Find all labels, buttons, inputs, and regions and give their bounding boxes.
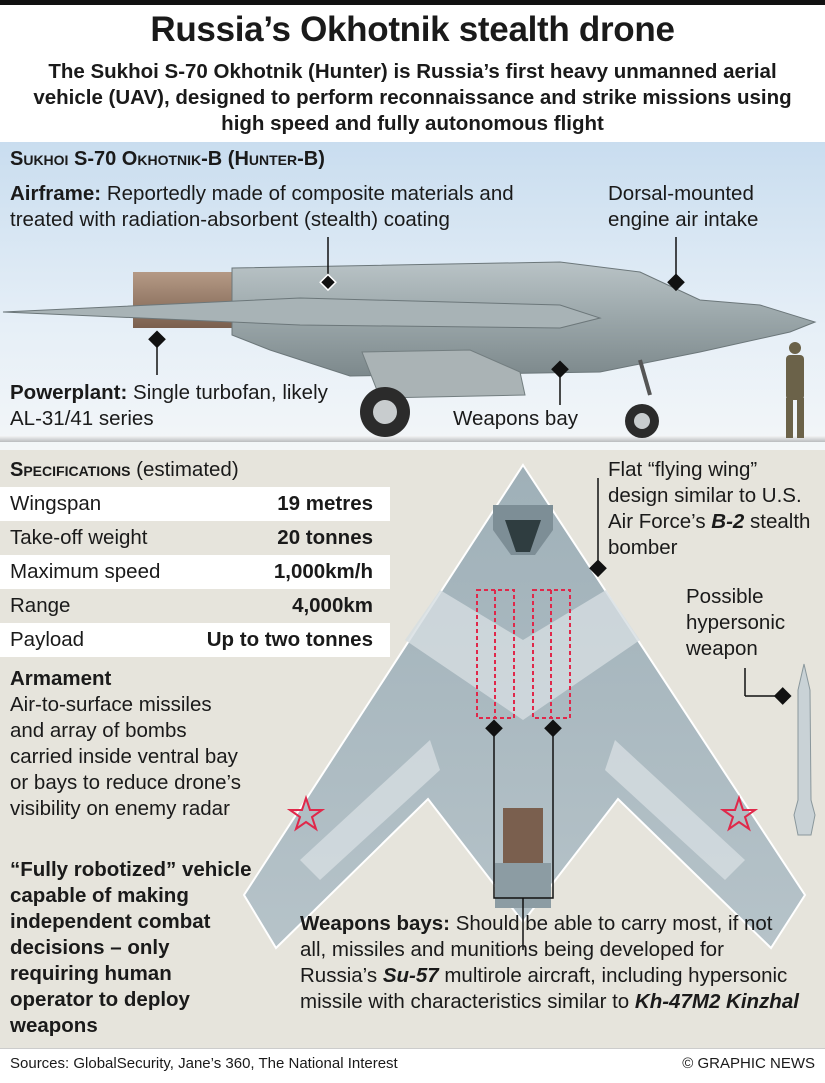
subtitle: The Sukhoi S-70 Okhotnik (Hunter) is Rus… [33, 60, 792, 135]
airframe-text: Reportedly made of composite materials a… [10, 182, 514, 231]
side-view-heading: Sukhoi S-70 Okhotnik-B (Hunter-B) [10, 148, 325, 170]
spec-label: Payload [10, 628, 85, 651]
powerplant-text: Single turbofan, likely AL-31/41 series [10, 381, 328, 430]
camouflage-band [405, 590, 640, 720]
side-view-aircraft [2, 237, 817, 438]
weapons-bay-outline [476, 589, 571, 719]
specs-heading-text: Specifications [10, 459, 131, 481]
bays-text-1: Should be able to carry most, if not all… [300, 912, 773, 987]
credit: © GRAPHIC NEWS [682, 1055, 815, 1072]
weapons-bays-annotation: Weapons bays: Should be able to carry mo… [300, 911, 800, 1015]
spec-row: Maximum speed 1,000km/h [0, 555, 390, 589]
ground-crew-figure [786, 342, 804, 438]
top-view-aircraft [242, 463, 816, 950]
spec-label: Range [10, 594, 71, 617]
hypersonic-annotation: Possible hypersonic weapon [686, 585, 786, 660]
spec-label: Maximum speed [10, 560, 161, 583]
armament-text: Air-to-surface missiles and array of bom… [10, 693, 241, 820]
hypersonic-missile [793, 663, 816, 836]
camouflage-band [300, 740, 745, 880]
robotized-quote: “Fully robotized” vehicle capable of mak… [10, 858, 252, 1037]
armament-heading: Armament [10, 667, 112, 690]
spec-value: 1,000km/h [273, 560, 373, 583]
wing [2, 297, 602, 329]
bays-label: Weapons bays: [300, 912, 450, 935]
su57-label: Su-57 [382, 964, 439, 987]
intake-annotation: Dorsal-mounted engine air intake [608, 182, 759, 231]
red-star-icon [286, 794, 759, 832]
spec-value: Up to two tonnes [206, 628, 373, 651]
spec-value: 19 metres [277, 492, 373, 515]
b2-label: B-2 [711, 510, 745, 533]
airframe-annotation: Airframe: Reportedly made of composite m… [10, 181, 570, 233]
spec-value: 4,000km [292, 594, 373, 617]
spec-row: Payload Up to two tonnes [0, 623, 390, 657]
airframe-label: Airframe: [10, 182, 102, 205]
flying-wing-text: Flat “flying wing” design similar to U.S… [608, 458, 802, 533]
top-bar [0, 0, 825, 5]
specs-heading-note: (estimated) [136, 458, 239, 481]
specs-heading: Specifications (estimated) [10, 457, 239, 483]
powerplant-annotation: Powerplant: Single turbofan, likely AL-3… [10, 380, 330, 432]
spec-row: Take-off weight 20 tonnes [0, 521, 390, 555]
powerplant-label: Powerplant: [10, 381, 128, 404]
spec-value: 20 tonnes [277, 526, 373, 549]
spec-row: Range 4,000km [0, 589, 390, 623]
page-title: Russia’s Okhotnik stealth drone [150, 10, 675, 49]
spec-row: Wingspan 19 metres [0, 487, 390, 521]
flying-wing-annotation: Flat “flying wing” design similar to U.S… [608, 457, 823, 561]
weapons-bay-annotation: Weapons bay [453, 407, 578, 430]
engine-nozzle-top [503, 808, 543, 863]
bays-text-2: multirole aircraft, including hypersonic… [300, 964, 788, 1013]
kinzhal-label: Kh-47M2 Kinzhal [634, 990, 799, 1013]
header [0, 5, 825, 142]
spec-label: Take-off weight [10, 526, 148, 549]
flying-wing-end: stealth bomber [608, 510, 811, 559]
ground-line [0, 436, 825, 442]
footer: Sources: GlobalSecurity, Jane’s 360, The… [0, 1048, 825, 1083]
sources: Sources: GlobalSecurity, Jane’s 360, The… [10, 1055, 398, 1072]
spec-label: Wingspan [10, 492, 102, 515]
